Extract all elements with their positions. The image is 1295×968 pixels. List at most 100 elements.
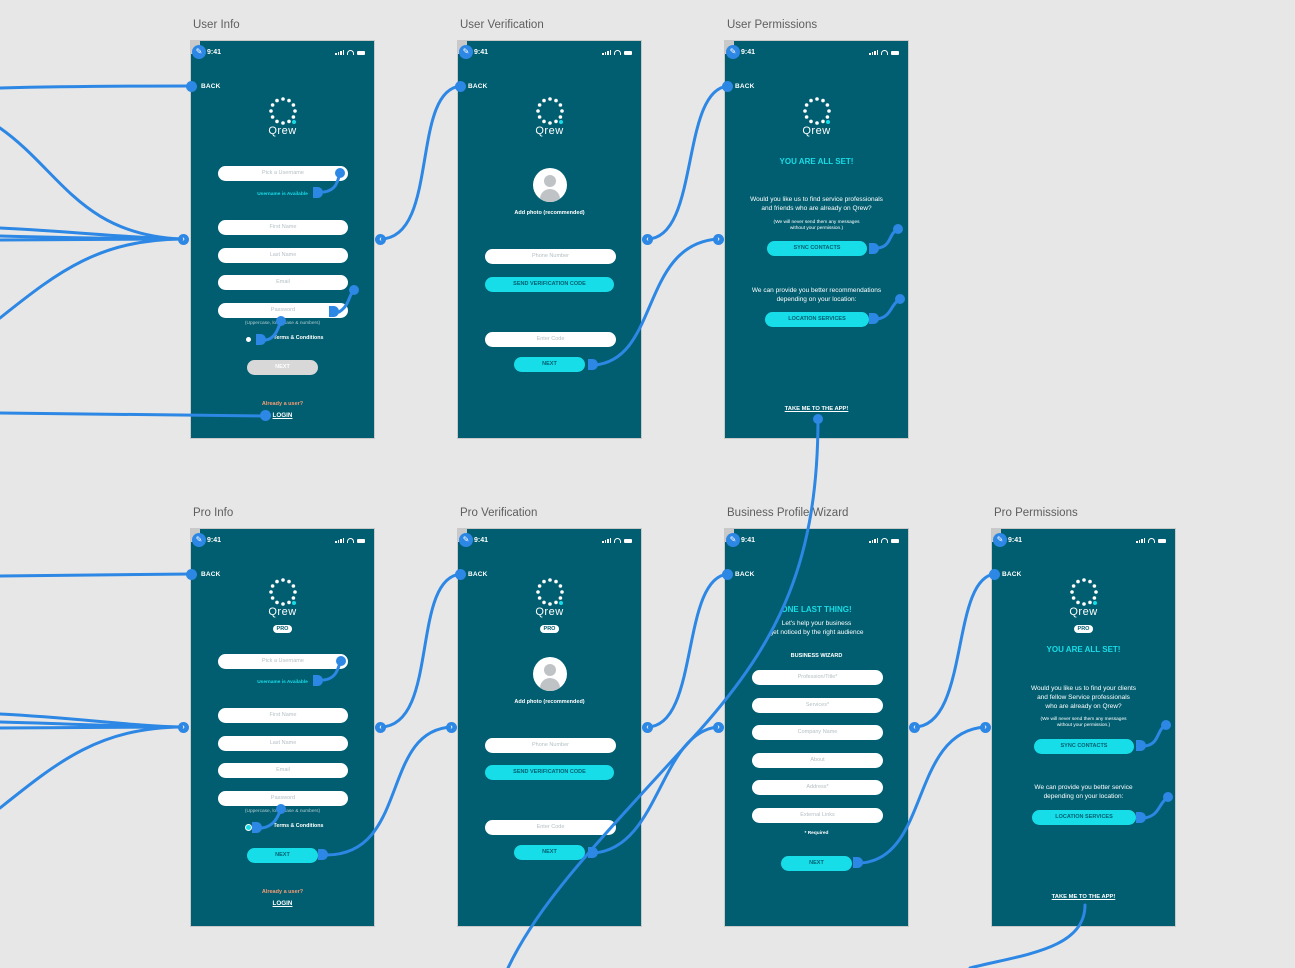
profession-input[interactable]: Profession/Title* [752, 670, 883, 685]
chevron-right-icon[interactable]: › [178, 722, 189, 733]
next-button[interactable]: NEXT [247, 848, 318, 863]
last-name-input[interactable]: Last Name [218, 736, 348, 751]
login-link[interactable]: LOGIN [272, 412, 293, 419]
pin-icon[interactable]: ✎ [459, 533, 473, 547]
first-name-input[interactable]: First Name [218, 220, 348, 235]
hotspot-handle[interactable] [1136, 812, 1146, 823]
password-input[interactable]: Password [218, 303, 348, 318]
avatar-placeholder[interactable] [532, 657, 567, 691]
back-target-dot[interactable] [455, 81, 466, 92]
external-links-input[interactable]: External Links [752, 808, 883, 823]
back-button[interactable]: BACK [735, 571, 755, 578]
hotspot-handle[interactable] [256, 334, 266, 345]
phone-number-input[interactable]: Phone Number [485, 249, 616, 264]
send-verification-code-button[interactable]: SEND VERIFICATION CODE [485, 277, 614, 292]
terms-radio[interactable] [246, 337, 251, 342]
chevron-right-icon[interactable]: › [980, 722, 991, 733]
enter-code-input[interactable]: Enter Code [485, 332, 616, 347]
hotspot-handle[interactable] [853, 857, 863, 868]
artboard-label-business-profile-wizard[interactable]: Business Profile Wizard [727, 507, 849, 519]
screen-user-verification[interactable]: 9:41 BACK Qrew Add photo (recommended) P… [458, 41, 641, 438]
send-verification-code-button[interactable]: SEND VERIFICATION CODE [485, 765, 614, 780]
artboard-label-user-permissions[interactable]: User Permissions [727, 19, 818, 31]
add-photo-text[interactable]: Add photo (recommended) [514, 210, 585, 216]
login-hotspot-dot[interactable] [260, 410, 271, 421]
next-button[interactable]: NEXT [781, 856, 852, 871]
back-button[interactable]: BACK [201, 83, 221, 90]
login-link[interactable]: LOGIN [272, 900, 293, 907]
back-button[interactable]: BACK [201, 571, 221, 578]
artboard-label-pro-info[interactable]: Pro Info [193, 507, 234, 519]
chevron-right-icon[interactable]: › [446, 722, 457, 733]
pin-icon[interactable]: ✎ [192, 45, 206, 59]
pin-icon[interactable]: ✎ [993, 533, 1007, 547]
add-photo-text[interactable]: Add photo (recommended) [514, 699, 585, 705]
artboard-label-pro-verification[interactable]: Pro Verification [460, 507, 538, 519]
hotspot-handle[interactable] [318, 849, 328, 860]
back-target-dot[interactable] [186, 569, 197, 580]
screen-pro-verification[interactable]: 9:41 BACK Qrew PRO Add photo (recommende… [458, 529, 641, 926]
chevron-right-icon[interactable]: › [178, 234, 189, 245]
enter-code-input[interactable]: Enter Code [485, 820, 616, 835]
sync-contacts-button[interactable]: SYNC CONTACTS [1034, 739, 1134, 754]
password-input[interactable]: Password [218, 791, 348, 806]
back-button[interactable]: BACK [735, 83, 755, 90]
location-services-button[interactable]: LOCATION SERVICES [1032, 810, 1136, 825]
back-target-dot[interactable] [722, 569, 733, 580]
screen-business-profile-wizard[interactable]: 9:41 BACK ONE LAST THING! Let's help you… [725, 529, 908, 926]
screen-pro-info[interactable]: 9:41 BACK Qrew PRO Pick a Username Usern… [191, 529, 374, 926]
username-input[interactable]: Pick a Username [218, 654, 348, 669]
hotspot-handle[interactable] [869, 313, 879, 324]
next-button[interactable]: NEXT [514, 845, 585, 860]
avatar-placeholder[interactable] [532, 168, 567, 202]
pin-icon[interactable]: ✎ [726, 45, 740, 59]
email-input[interactable]: Email [218, 275, 348, 290]
sync-contacts-button[interactable]: SYNC CONTACTS [767, 241, 867, 256]
back-target-dot[interactable] [455, 569, 466, 580]
chevron-left-icon[interactable]: ‹ [909, 722, 920, 733]
back-target-dot[interactable] [989, 569, 1000, 580]
hotspot-handle[interactable] [313, 187, 323, 198]
artboard-label-pro-permissions[interactable]: Pro Permissions [994, 507, 1078, 519]
back-button[interactable]: BACK [1002, 571, 1022, 578]
hotspot-handle[interactable] [869, 243, 879, 254]
screen-pro-permissions[interactable]: 9:41 BACK Qrew PRO YOU ARE ALL SET! Woul… [992, 529, 1175, 926]
back-target-dot[interactable] [186, 81, 197, 92]
address-input[interactable]: Address* [752, 780, 883, 795]
pin-icon[interactable]: ✎ [459, 45, 473, 59]
chevron-right-icon[interactable]: › [713, 722, 724, 733]
chevron-right-icon[interactable]: › [713, 234, 724, 245]
take-me-to-app-link[interactable]: TAKE ME TO THE APP! [784, 406, 849, 412]
screen-user-info[interactable]: 9:41 BACK Qrew Pick a Username Username … [191, 41, 374, 438]
screen-user-permissions[interactable]: 9:41 BACK Qrew YOU ARE ALL SET! Would yo… [725, 41, 908, 438]
chevron-left-icon[interactable]: ‹ [642, 722, 653, 733]
about-input[interactable]: About [752, 753, 883, 768]
pin-icon[interactable]: ✎ [726, 533, 740, 547]
email-input[interactable]: Email [218, 763, 348, 778]
chevron-left-icon[interactable]: ‹ [375, 722, 386, 733]
hotspot-handle[interactable] [252, 822, 262, 833]
hotspot-handle[interactable] [313, 675, 323, 686]
services-input[interactable]: Services* [752, 698, 883, 713]
take-me-to-app-link[interactable]: TAKE ME TO THE APP! [1051, 894, 1116, 900]
terms-link[interactable]: Terms & Conditions [273, 335, 324, 341]
chevron-left-icon[interactable]: ‹ [642, 234, 653, 245]
pin-icon[interactable]: ✎ [192, 533, 206, 547]
artboard-label-user-info[interactable]: User Info [193, 19, 240, 31]
artboard-label-user-verification[interactable]: User Verification [460, 19, 544, 31]
username-input[interactable]: Pick a Username [218, 166, 348, 181]
location-services-button[interactable]: LOCATION SERVICES [765, 312, 869, 327]
terms-link[interactable]: Terms & Conditions [273, 823, 324, 829]
company-name-input[interactable]: Company Name [752, 725, 883, 740]
last-name-input[interactable]: Last Name [218, 248, 348, 263]
first-name-input[interactable]: First Name [218, 708, 348, 723]
back-button[interactable]: BACK [468, 571, 488, 578]
back-button[interactable]: BACK [468, 83, 488, 90]
phone-number-input[interactable]: Phone Number [485, 738, 616, 753]
hotspot-handle[interactable] [329, 306, 339, 317]
next-button[interactable]: NEXT [247, 360, 318, 375]
hotspot-handle[interactable] [1136, 740, 1146, 751]
next-button[interactable]: NEXT [514, 357, 585, 372]
chevron-left-icon[interactable]: ‹ [375, 234, 386, 245]
back-target-dot[interactable] [722, 81, 733, 92]
